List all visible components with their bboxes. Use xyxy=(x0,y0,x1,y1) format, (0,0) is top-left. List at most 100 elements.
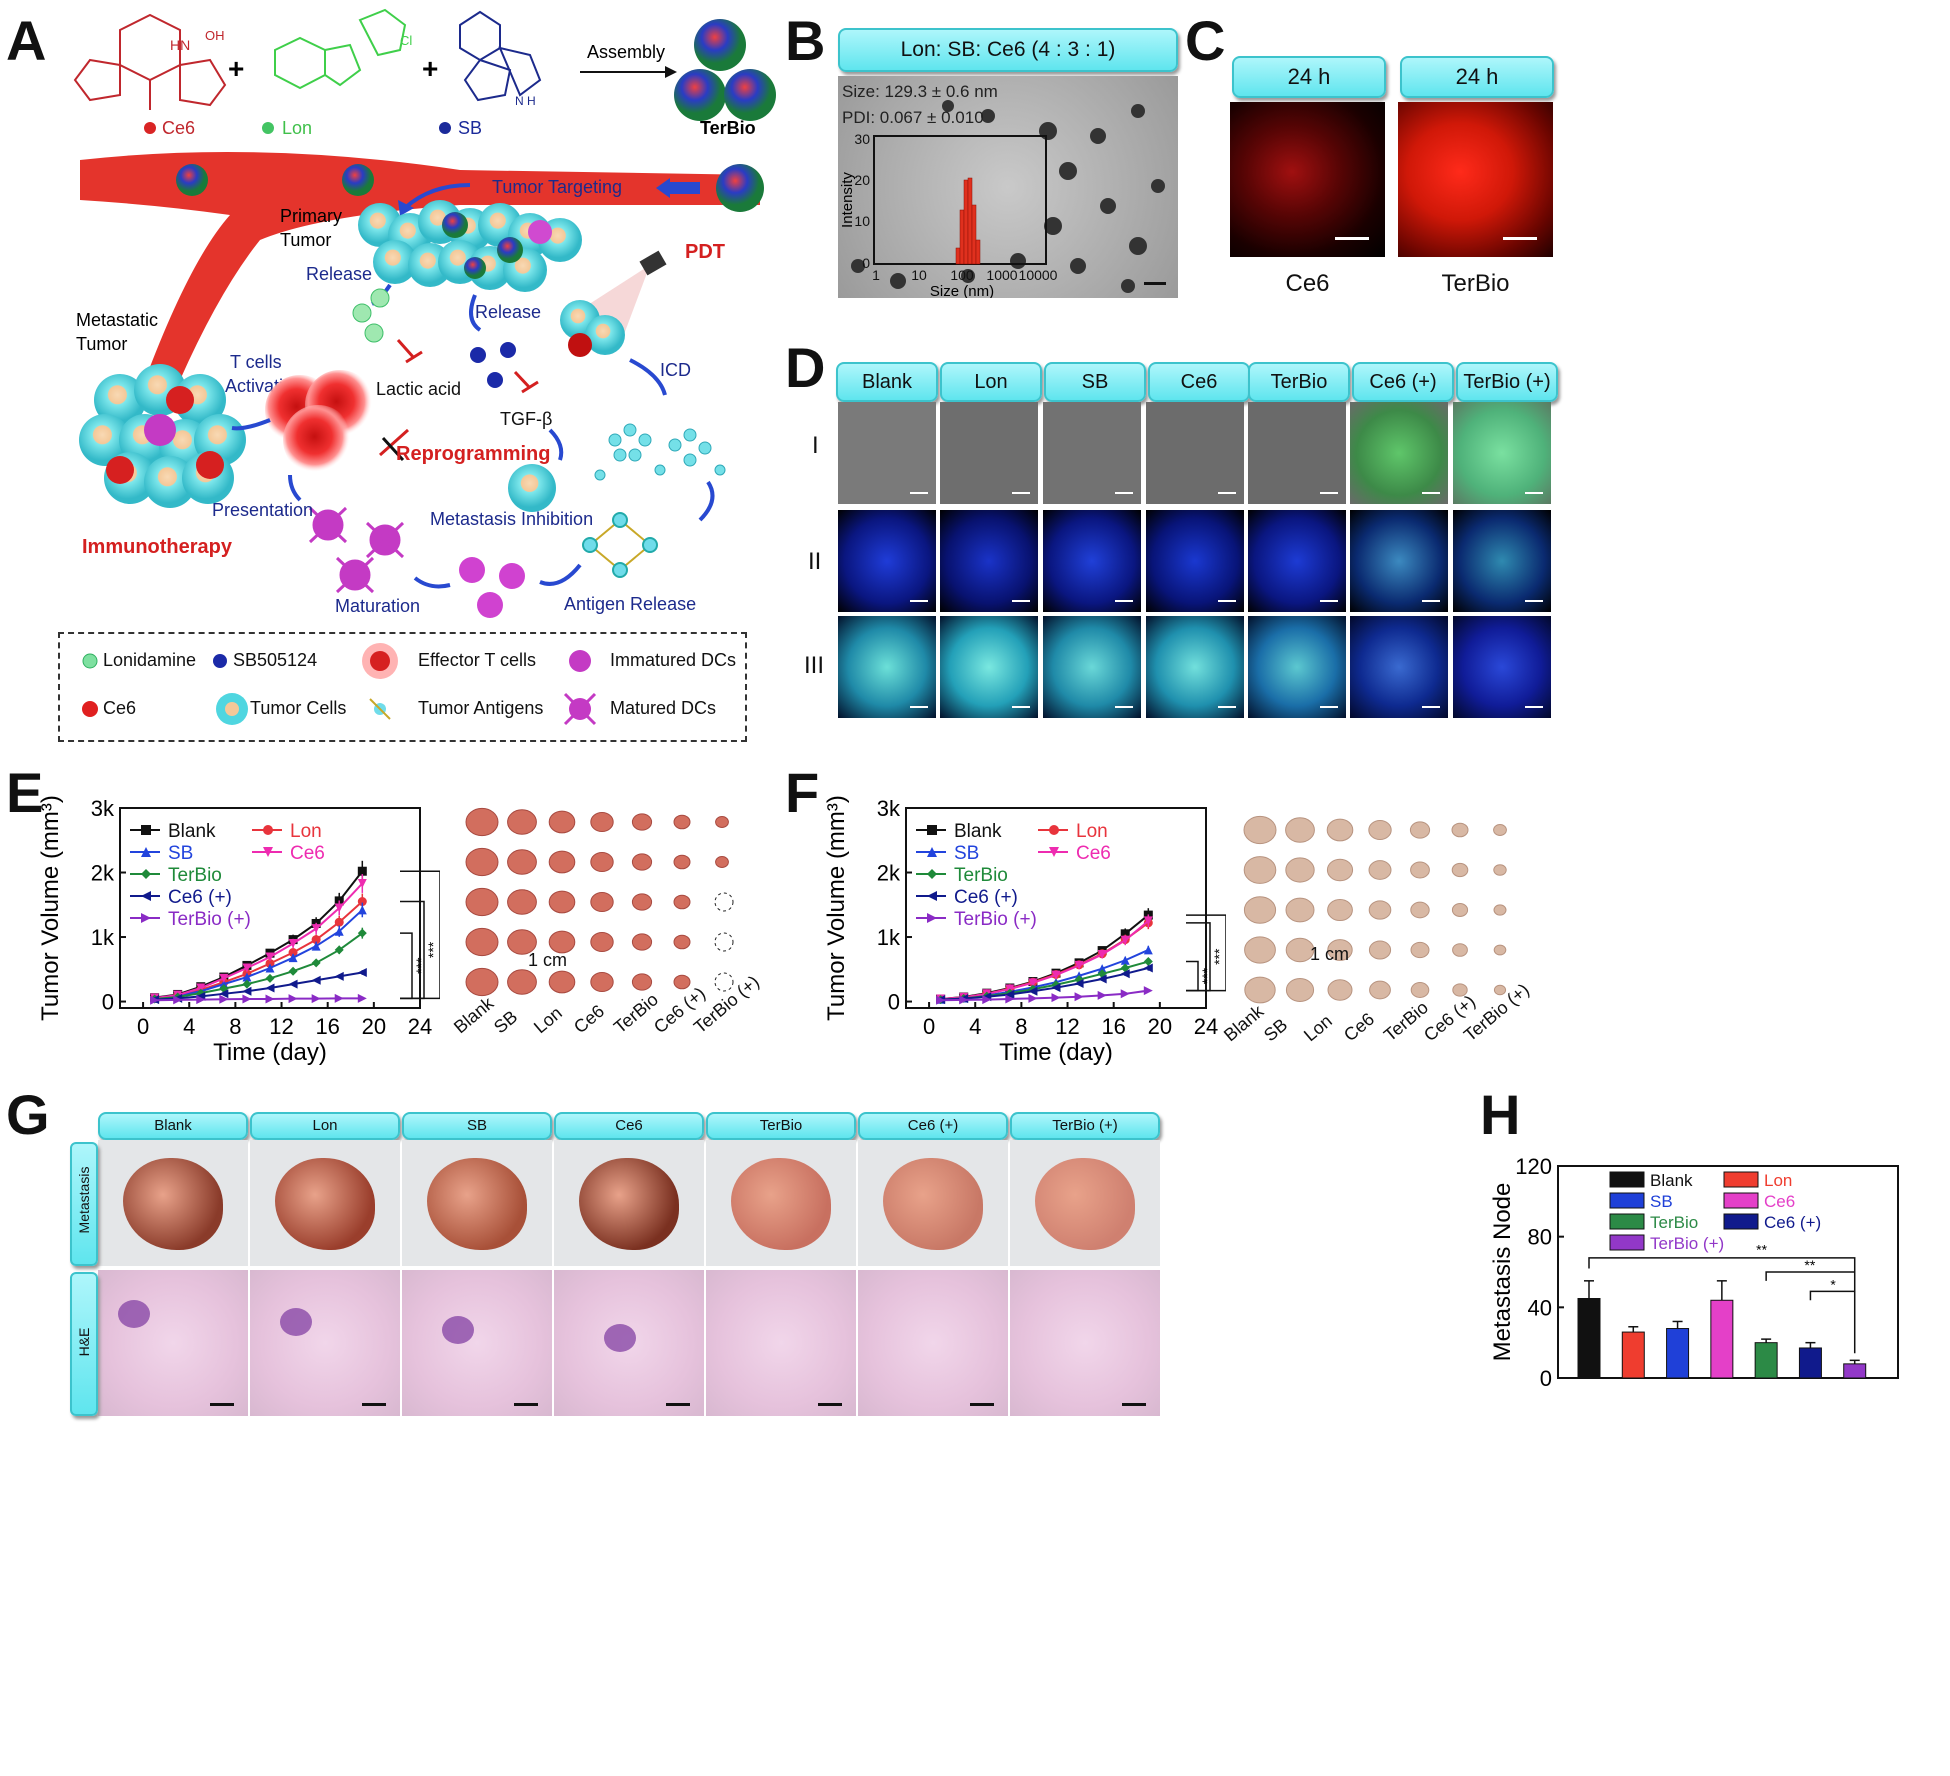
legend-effector-tcells: Effector T cells xyxy=(418,650,537,670)
inset-xtick-0: 1 xyxy=(872,267,880,283)
data-point-ce6 xyxy=(242,963,252,973)
antigen-release-label: Antigen Release xyxy=(564,594,696,614)
tumor-photo xyxy=(673,974,691,990)
data-point-blank xyxy=(357,866,367,876)
panel-g-metastasis-photo-lon xyxy=(250,1140,400,1266)
bar-lon xyxy=(1621,1331,1645,1379)
tumor-photo xyxy=(590,811,614,833)
y-axis-label: Tumor Volume (mm³) xyxy=(826,795,850,1021)
series-line-ce6 xyxy=(940,967,1149,1001)
data-point-ce6 xyxy=(265,983,275,993)
panel-g-metastasis-photo-sb xyxy=(402,1140,552,1266)
legend-marker-lon xyxy=(263,825,273,835)
data-point-terbio xyxy=(265,994,275,1004)
data-point-terbio xyxy=(334,945,344,955)
data-point-ce6 xyxy=(311,924,321,934)
legend-label-sb: SB xyxy=(954,843,979,864)
panel-d-col-blank: Blank xyxy=(836,362,938,402)
tumor-photo xyxy=(1410,941,1430,959)
legend-marker-terbio xyxy=(141,913,151,923)
panel-d-image-row2-sb xyxy=(1043,510,1141,612)
significance-label: * xyxy=(1830,1277,1836,1293)
legend-label-terbio: TerBio (+) xyxy=(1650,1234,1724,1253)
data-point-lon xyxy=(334,917,344,927)
legend-lonidamine: Lonidamine xyxy=(103,650,197,670)
data-point-ce6 xyxy=(288,979,298,989)
panel-d-image-row3-lon xyxy=(940,616,1038,718)
tumor-photo xyxy=(1409,821,1431,839)
panel-g-he-image-ce6 xyxy=(554,1270,704,1416)
inset-ytick-0: 0 xyxy=(862,255,870,271)
legend-swatch-ce6 xyxy=(1723,1213,1759,1230)
x-tick-label: 8 xyxy=(229,1014,241,1039)
panel-d-row-iii: III xyxy=(804,652,825,679)
tumor-photo xyxy=(465,847,499,877)
tumor-photo xyxy=(631,973,653,991)
panel-f-tumor-photos xyxy=(1240,808,1550,1018)
tumor-photo xyxy=(1493,864,1507,876)
x-tick-label: 16 xyxy=(1101,1014,1125,1039)
panel-e-tumor-photos xyxy=(462,800,762,1010)
legend-marker-terbio xyxy=(927,913,937,923)
panel-letter-f: F xyxy=(785,761,820,824)
y-tick-label: 80 xyxy=(1528,1225,1552,1250)
data-point-terbio xyxy=(311,994,321,1004)
panel-b-pdi-text: PDI: 0.067 ± 0.010 xyxy=(842,108,984,127)
panel-d-image-row3-sb xyxy=(1043,616,1141,718)
panel-g-he-image-blank xyxy=(98,1270,248,1416)
panel-d-image-row1-terbio xyxy=(1453,402,1551,504)
tumor-photo xyxy=(1327,979,1353,1001)
legend-label-ce6: Ce6 xyxy=(1764,1192,1795,1211)
data-point-terbio xyxy=(219,994,229,1004)
panel-d-image-row2-terbio xyxy=(1453,510,1551,612)
tumor-photo xyxy=(1451,903,1469,917)
legend-swatch-terbio xyxy=(1609,1213,1645,1230)
legend-label-ce6: Ce6 (+) xyxy=(168,887,232,908)
data-point-terbio xyxy=(311,958,321,968)
assembly-label: Assembly xyxy=(587,42,665,62)
panel-g-col-terbio: TerBio (+) xyxy=(1010,1112,1160,1140)
data-point-ce6 xyxy=(1028,986,1038,996)
icd-debris xyxy=(594,423,726,481)
icd-label: ICD xyxy=(660,360,691,380)
tumor-photo xyxy=(548,970,576,994)
release-mid-label: Release xyxy=(475,302,541,322)
data-point-ce6 xyxy=(334,903,344,913)
x-tick-label: 20 xyxy=(1148,1014,1172,1039)
legend-label-lon: Lon xyxy=(1764,1171,1792,1190)
x-tick-label: 12 xyxy=(269,1014,293,1039)
legend-marker-ce6 xyxy=(141,891,151,901)
panel-g-col-sb: SB xyxy=(402,1112,552,1140)
data-point-terbio xyxy=(242,979,252,989)
primary-tumor-label-2: Tumor xyxy=(280,230,331,250)
tumor-photo xyxy=(590,971,614,993)
data-point-ce6 xyxy=(1051,970,1061,980)
data-point-ce6 xyxy=(1120,969,1130,979)
lon-structure: Cl xyxy=(274,8,412,90)
data-point-terbio xyxy=(1120,989,1130,999)
tumor-photo xyxy=(1451,862,1469,878)
data-point-terbio xyxy=(288,966,298,976)
inset-xtick-4: 10000 xyxy=(1019,267,1058,283)
inset-xtick-2: 100 xyxy=(950,267,974,283)
bar-sb xyxy=(1666,1328,1690,1379)
data-point-terbio xyxy=(1028,993,1038,1003)
panel-d-image-row1-sb xyxy=(1043,402,1141,504)
panel-a-legend-icons xyxy=(82,643,597,726)
data-point-terbio xyxy=(959,995,969,1005)
y-tick-label: 2k xyxy=(877,861,901,886)
legend-swatch-blank xyxy=(1609,1171,1645,1188)
y-tick-label: 0 xyxy=(888,990,900,1015)
series-line-ce6 xyxy=(154,971,363,1001)
legend-label-blank: Blank xyxy=(1650,1171,1693,1190)
series-line-ce6 xyxy=(940,920,1149,1000)
tumor-photo xyxy=(507,969,537,995)
panel-c-label-ce6: Ce6 xyxy=(1285,270,1330,297)
panel-g-metastasis-photo-terbio xyxy=(1010,1140,1160,1266)
x-axis-label: Time (day) xyxy=(213,1039,327,1066)
immunotherapy-label: Immunotherapy xyxy=(82,536,233,558)
data-point-ce6 xyxy=(219,973,229,983)
